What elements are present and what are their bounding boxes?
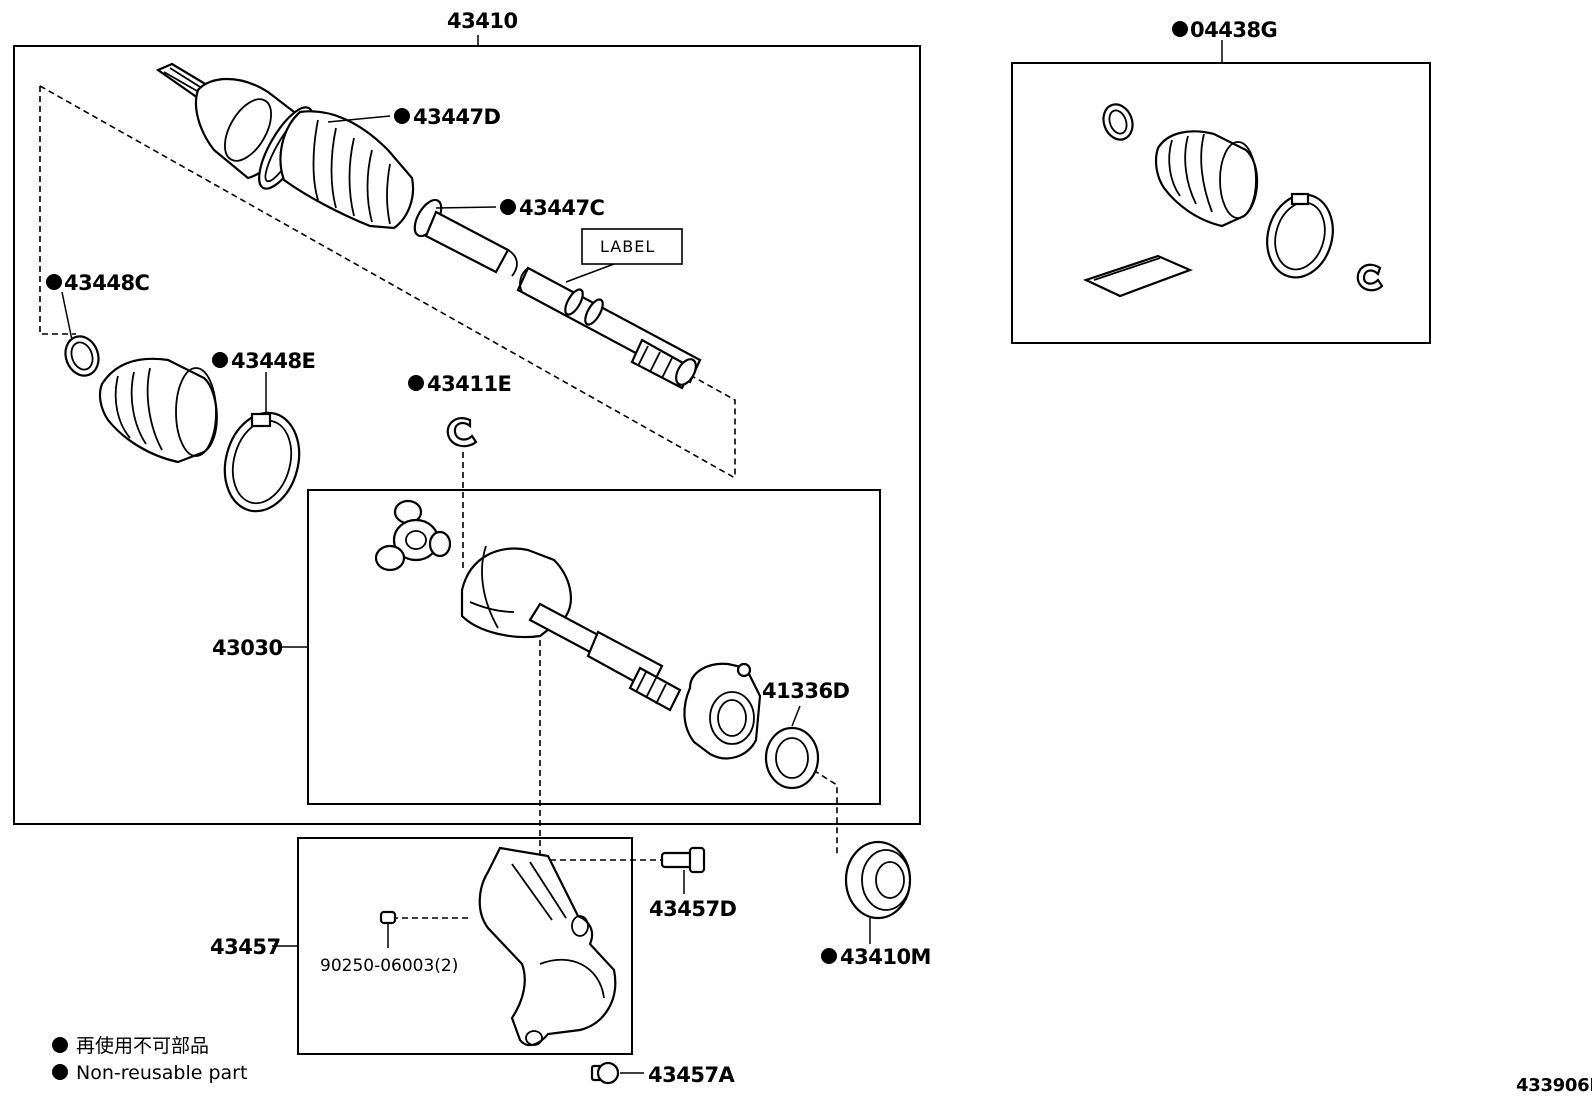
non-reusable-dot (821, 948, 837, 964)
label-90250-06003: 90250-06003(2) (320, 956, 458, 976)
inner-boot-clamp-large (223, 411, 301, 513)
label-43411E: 43411E (427, 372, 511, 396)
label-43030: 43030 (212, 636, 283, 660)
tripod-joint (374, 499, 452, 572)
non-reusable-dot (408, 375, 424, 391)
pin-90250 (379, 910, 397, 925)
kit-clamp-small (1102, 103, 1134, 141)
shaft-bracket (478, 846, 617, 1047)
label-43457D: 43457D (649, 897, 737, 921)
non-reusable-dot (212, 352, 228, 368)
label-43447D: 43447D (413, 105, 501, 129)
inner-boot-clamp-small (64, 335, 100, 377)
kit-box-04438G (1011, 62, 1431, 344)
inner-joint-housing (460, 545, 682, 712)
kit-grease-packet (1083, 254, 1193, 298)
label-43448E: 43448E (231, 349, 315, 373)
bolt-43457D (660, 846, 706, 874)
non-reusable-dot (394, 108, 410, 124)
drive-shaft-outer-joint (155, 62, 443, 238)
legend-english: Non-reusable part (76, 1062, 247, 1084)
snap-ring (446, 417, 478, 448)
bearing-bracket-seal (683, 662, 762, 760)
kit-snap-ring (1356, 263, 1384, 292)
diagram-code: 433906B (1516, 1075, 1592, 1096)
inner-boot (98, 357, 218, 464)
kit-clamp-large (1266, 192, 1334, 279)
kit-boot (1154, 130, 1259, 228)
legend-dot-japanese (52, 1037, 68, 1053)
label-43447C: 43447C (519, 196, 605, 220)
drive-shaft-bar (424, 210, 702, 390)
label-tag-box (581, 228, 683, 265)
label-tag-text: LABEL (600, 237, 655, 256)
non-reusable-dot (46, 274, 62, 290)
non-reusable-dot (500, 199, 516, 215)
legend: 再使用不可部品 Non-reusable part (52, 1035, 247, 1084)
center-bearing (844, 840, 912, 920)
bolt-43457A (590, 1061, 620, 1085)
label-43448C: 43448C (64, 271, 150, 295)
non-reusable-dot (1172, 21, 1188, 37)
label-43457A: 43457A (648, 1063, 736, 1087)
oil-seal (764, 726, 820, 790)
label-04438G: 04438G (1190, 18, 1277, 42)
label-41336D: 41336D (762, 679, 850, 703)
label-43410M: 43410M (840, 945, 931, 969)
label-43457: 43457 (210, 935, 281, 959)
legend-japanese: 再使用不可部品 (76, 1035, 209, 1057)
assembly-box-43410 (13, 45, 921, 825)
legend-dot-english (52, 1064, 68, 1080)
label-43410: 43410 (447, 9, 518, 33)
